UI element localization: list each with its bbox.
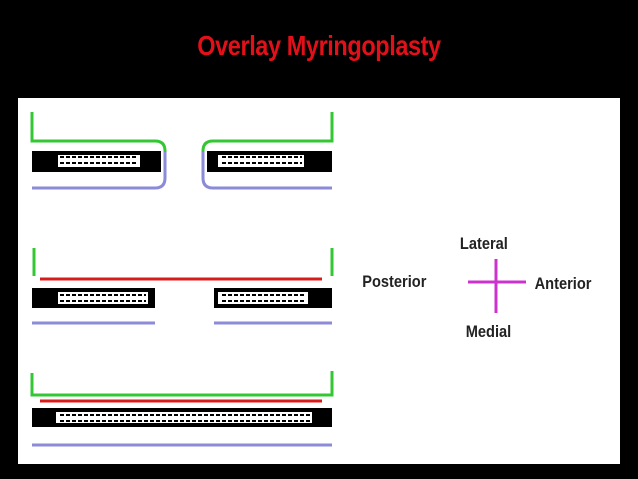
- stage-3-green: [30, 371, 334, 397]
- stage-1-green-right: [201, 112, 334, 152]
- orientation-compass: [468, 259, 526, 313]
- stage-2-graft-placement: [32, 248, 334, 325]
- slide-title: Overlay Myringoplasty: [197, 30, 441, 61]
- stage-1-blue-left: [32, 152, 167, 190]
- compass-label-posterior: Posterior: [362, 272, 427, 291]
- stage-1-green-left: [30, 112, 167, 152]
- stage-3-healed: [30, 371, 334, 447]
- compass-label-anterior: Anterior: [534, 274, 592, 293]
- stage-1-perforation: [30, 112, 334, 190]
- compass-label-medial: Medial: [465, 322, 512, 341]
- stage-1-blue-right: [201, 152, 332, 190]
- compass-label-lateral: Lateral: [459, 234, 508, 253]
